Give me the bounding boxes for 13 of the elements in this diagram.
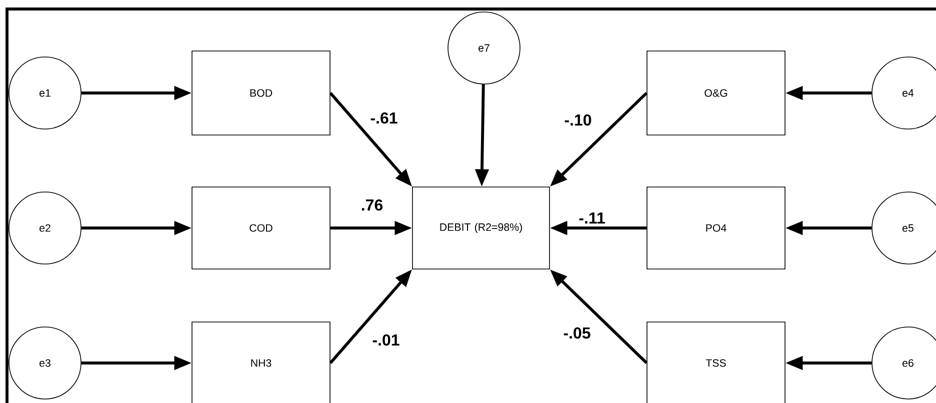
- path-coefficient: -.01: [370, 333, 402, 347]
- path-coefficient: -.11: [577, 211, 607, 225]
- path-coefficient: -.05: [562, 326, 592, 340]
- variable-box: COD: [192, 186, 330, 270]
- variable-box: BOD: [192, 50, 330, 136]
- path-coefficient: -.61: [368, 111, 400, 125]
- variable-box: TSS: [646, 322, 786, 403]
- path-coefficient: -.10: [562, 113, 594, 127]
- variable-box: O&G: [646, 50, 786, 136]
- variable-box: DEBIT (R2=98%): [412, 186, 550, 270]
- path-coefficient: .76: [360, 198, 384, 212]
- variable-box: PO4: [646, 186, 786, 270]
- variable-box: NH3: [192, 322, 330, 403]
